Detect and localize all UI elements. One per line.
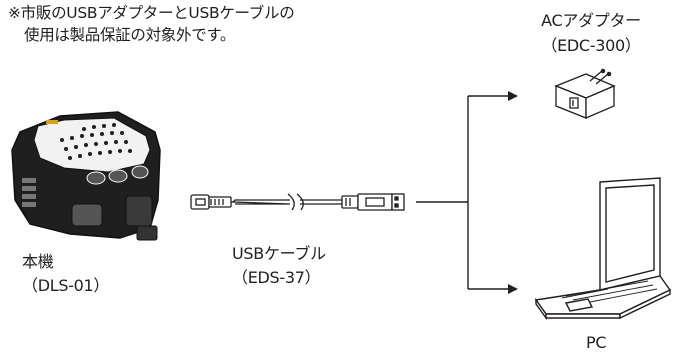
device-illustration (11, 111, 161, 241)
laptop-pc-illustration (534, 177, 672, 321)
device-model: （DLS-01） (22, 276, 110, 295)
warning-note-line2: 使用は製品保証の対象外です。 (24, 26, 236, 44)
device-name: 本機 (22, 252, 54, 271)
device-label: 本機 （DLS-01） (22, 250, 109, 298)
adapter-name: ACアダプター (541, 11, 641, 30)
cable-label: USBケーブル （EDS-37） (232, 242, 326, 290)
cable-name: USBケーブル (232, 244, 326, 263)
warning-note: ※市販のUSBアダプターとUSBケーブルの 使用は製品保証の対象外です。 (8, 2, 295, 46)
adapter-model: （EDC-300） (541, 36, 641, 55)
cable-model: （EDS-37） (232, 268, 321, 287)
adapter-label: ACアダプター （EDC-300） (532, 8, 650, 58)
usb-cable-illustration (190, 193, 405, 211)
connector-lines (416, 95, 508, 290)
ac-adapter-illustration (554, 68, 616, 119)
arrow-to-adapter-icon (508, 91, 518, 101)
warning-note-line1: ※市販のUSBアダプターとUSBケーブルの (8, 4, 295, 22)
arrow-to-pc-icon (508, 284, 518, 294)
pc-label: PC (586, 333, 607, 352)
